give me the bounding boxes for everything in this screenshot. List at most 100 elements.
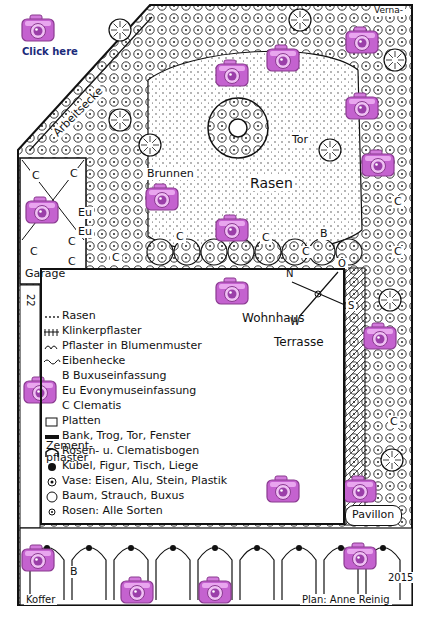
legend-text: Platten	[62, 415, 101, 427]
legend-entry: Vase: Eisen, Alu, Stein, Plastik	[44, 474, 227, 489]
house-floor	[40, 268, 345, 525]
legend-text: Eibenhecke	[62, 355, 125, 367]
plant-label: Verna-	[372, 6, 405, 16]
legend-sample	[44, 371, 62, 383]
clematis-mark: C	[28, 246, 40, 258]
rose-mark	[380, 545, 386, 551]
legend-entry: Platten	[44, 414, 227, 429]
compass-center	[315, 291, 321, 297]
rose-mark	[338, 545, 344, 551]
legend-text: Rosen: Alle Sorten	[62, 505, 163, 517]
legend-sample	[44, 461, 62, 473]
legend-sample	[44, 311, 62, 323]
tree	[379, 289, 401, 311]
legend-sample	[44, 401, 62, 413]
legend-entry: Eibenhecke	[44, 354, 227, 369]
camera-icon	[267, 476, 299, 502]
camera-icon	[344, 543, 376, 569]
legend-sample	[44, 356, 62, 368]
camera-icon	[267, 45, 299, 71]
legend-text: Bank, Trog, Tor, Fenster	[62, 430, 191, 442]
legend-sample	[44, 506, 62, 518]
border-mark: Eu	[76, 226, 94, 238]
pavement	[20, 285, 40, 528]
rose-arch	[282, 548, 316, 601]
shrub-bed	[309, 239, 335, 265]
clematis-mark: C	[110, 252, 122, 264]
gate-label: Tor	[290, 134, 310, 146]
tree	[381, 449, 403, 471]
legend-entry: Kübel, Figur, Tisch, Liege	[44, 459, 227, 474]
clematis-mark: C	[66, 256, 78, 268]
rose-arch	[156, 548, 190, 601]
pergola-area	[20, 528, 412, 605]
camera-icon	[346, 93, 378, 119]
clematis-mark: C	[68, 168, 80, 180]
lawn-texture	[148, 51, 362, 253]
camera-icon	[362, 150, 394, 176]
clematis-mark: C	[392, 196, 404, 208]
legend-entry: Baum, Strauch, Buxus	[44, 489, 227, 504]
clematis-mark: C	[388, 416, 400, 428]
camera-icon	[216, 215, 248, 241]
legend-entry: Klinkerpflaster	[44, 324, 227, 339]
rose-mark	[170, 545, 176, 551]
rose-mark	[86, 545, 92, 551]
legend-entry: Eu Evonymuseinfassung	[44, 384, 227, 399]
camera-icon	[216, 60, 248, 86]
legend-sample	[44, 326, 62, 338]
legend-text: Rasen	[62, 310, 96, 322]
legend-text: Klinkerpflaster	[62, 325, 142, 337]
camera-icon	[344, 476, 376, 502]
author-label: Plan: Anne Reinig	[300, 594, 392, 605]
legend-text: Kübel, Figur, Tisch, Liege	[62, 460, 198, 472]
legend-entry: Rosen- u. Clematisbogen	[44, 444, 227, 459]
legend-entry: Rosen: Alle Sorten	[44, 504, 227, 519]
border-mark: Eu	[76, 207, 94, 219]
garden-boundary	[18, 5, 412, 605]
garage	[20, 158, 86, 284]
legend-text: Pflaster in Blumenmuster	[62, 340, 202, 352]
area-label: Koffer	[24, 594, 57, 605]
clematis-mark: C	[30, 170, 42, 182]
legend-entry: Rasen	[44, 309, 227, 324]
legend-sample	[44, 416, 62, 428]
rose-mark	[212, 545, 218, 551]
house-label: Wohnhaus	[242, 312, 305, 325]
dimension: 22	[25, 292, 36, 309]
legend-text: B Buxuseinfassung	[62, 370, 167, 382]
legend-sample	[44, 446, 62, 458]
border-mark: B	[318, 228, 330, 240]
rose-arches	[30, 545, 400, 600]
legend-entry: B Buxuseinfassung	[44, 369, 227, 384]
pavilion-label: Pavillon	[352, 509, 394, 521]
clematis-mark: C	[174, 231, 186, 243]
tree	[109, 19, 131, 41]
camera-icon	[22, 545, 54, 571]
camera-icon	[22, 15, 54, 41]
legend-text: C Clematis	[62, 400, 121, 412]
legend-text: Rosen- u. Clematisbogen	[62, 445, 199, 457]
shrub-bed	[201, 239, 227, 265]
tree	[289, 9, 311, 31]
rose-mark	[128, 545, 134, 551]
camera-icons	[22, 15, 396, 603]
rose-mark	[254, 545, 260, 551]
camera-icon	[346, 27, 378, 53]
camera-icon	[199, 577, 231, 603]
tree	[319, 139, 341, 161]
camera-icon	[216, 278, 248, 304]
rose-arch	[114, 548, 148, 601]
lawn	[148, 51, 362, 253]
pavilion-box: Pavillon	[345, 505, 402, 526]
tree	[139, 134, 161, 156]
shrub-bed	[147, 239, 173, 265]
legend-sample	[44, 491, 62, 503]
legend-sample	[44, 431, 62, 443]
camera-icon	[146, 184, 178, 210]
camera-icon	[26, 197, 58, 223]
legend-text: Vase: Eisen, Alu, Stein, Plastik	[62, 475, 227, 487]
legend-sample	[44, 386, 62, 398]
legend-entry: Pflaster in Blumenmuster	[44, 339, 227, 354]
